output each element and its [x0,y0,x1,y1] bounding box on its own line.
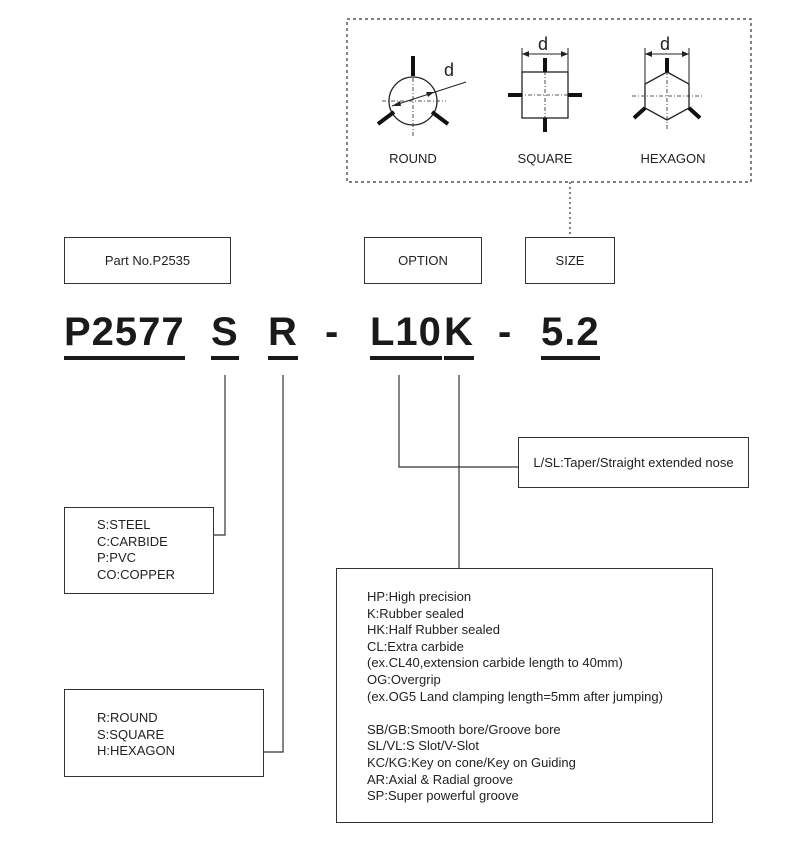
option-item: CL:Extra carbide [367,638,464,654]
code-shape: R [268,308,298,360]
option-item: SP:Super powerful groove [367,788,519,804]
square-label: SQUARE [517,151,573,166]
option-item: K:Rubber sealed [367,605,464,621]
code-option: K [444,308,474,360]
option-item: OG:Overgrip [367,671,441,687]
material-item: CO:COPPER [97,566,176,582]
code-dash-1: - [325,310,339,354]
size-header-box: SIZE [525,237,615,284]
material-connector [214,375,226,536]
option-item: (ex.CL40,extension carbide length to 40m… [367,655,623,671]
option-item: (ex.OG5 Land clamping length=5mm after j… [367,688,663,704]
part-number-box: Part No.P2535 [64,237,231,284]
option-item: AR:Axial & Radial groove [367,771,513,787]
hexagon-shape-icon [632,48,702,130]
nose-box-text: L/SL:Taper/Straight extended nose [533,455,734,470]
round-shape-icon [376,56,467,138]
part-number-text: Part No.P2535 [104,253,191,268]
code-base: P2577 [64,308,185,360]
option-list-box: HP:High precision K:Rubber sealed HK:Hal… [336,568,713,823]
material-list-box: S:STEEL C:CARBIDE P:PVC CO:COPPER [64,507,214,594]
code-size: 5.2 [541,308,600,360]
hexagon-label: HEXAGON [640,151,706,166]
shape-item: S:SQUARE [97,726,165,742]
nose-connector [398,375,518,468]
round-label: ROUND [389,151,437,166]
code-dash-2: - [498,310,512,354]
shape-list-box: R:ROUND S:SQUARE H:HEXAGON [64,689,264,777]
option-header-box: OPTION [364,237,482,284]
option-header-text: OPTION [398,253,448,268]
option-item: SL/VL:S Slot/V-Slot [367,738,480,754]
material-item: C:CARBIDE [97,533,168,549]
shape-item: R:ROUND [97,710,158,725]
material-item: S:STEEL [97,517,151,532]
shape-connector [264,375,284,753]
square-dimension-label: d [538,34,549,54]
shape-panel-border [346,18,752,183]
square-shape-icon [508,48,582,132]
code-material: S [211,308,239,360]
option-item: SB/GB:Smooth bore/Groove bore [367,721,561,737]
option-spacer [367,705,663,722]
option-item: KC/KG:Key on cone/Key on Guiding [367,754,576,770]
material-item: P:PVC [97,550,137,566]
option-item: HP:High precision [367,589,472,604]
option-item: HK:Half Rubber sealed [367,622,500,638]
code-nose: L10 [370,308,442,360]
shape-item: H:HEXAGON [97,743,176,759]
round-dimension-label: d [444,60,455,80]
hexagon-dimension-label: d [660,34,671,54]
size-header-text: SIZE [555,253,585,268]
nose-box: L/SL:Taper/Straight extended nose [518,437,749,488]
